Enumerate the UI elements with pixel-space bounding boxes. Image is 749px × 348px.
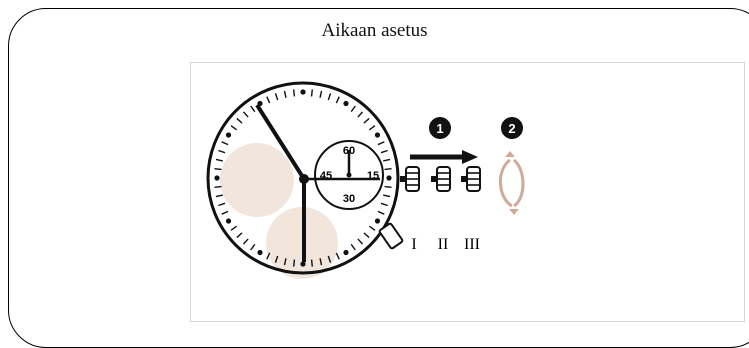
minute-tick	[310, 89, 313, 97]
minute-tick	[319, 258, 323, 266]
minute-tick	[363, 117, 370, 124]
crown-label-1: I	[411, 236, 416, 253]
minute-tick	[221, 141, 229, 146]
step-1-badge: 1	[429, 117, 451, 139]
minute-tick	[266, 252, 271, 260]
crown-position-1	[400, 166, 420, 192]
hour-marker	[257, 249, 263, 256]
subdial-label-bottom: 30	[343, 193, 355, 205]
minute-tick	[384, 185, 392, 188]
minute-tick	[384, 168, 392, 171]
minute-tick	[215, 158, 223, 162]
minute-tick	[335, 96, 340, 104]
minute-tick	[242, 238, 249, 245]
minute-tick	[250, 243, 256, 251]
minute-tick	[274, 255, 279, 263]
hour-marker	[225, 132, 232, 138]
minute-tick	[363, 232, 370, 239]
rotate-crown-icon	[499, 151, 525, 215]
minute-tick	[218, 149, 226, 154]
minute-tick	[214, 168, 222, 171]
hour-marker	[374, 132, 381, 138]
hour-marker	[386, 175, 392, 181]
chronograph-subdial: 60 15 30 45	[314, 140, 384, 210]
minute-tick	[230, 125, 238, 131]
page-title: Aikaan asetus	[321, 20, 428, 41]
step-2-badge: 2	[501, 117, 523, 139]
minute-tick	[350, 105, 356, 113]
minute-tick	[327, 93, 332, 101]
crown-positions	[400, 166, 481, 192]
minute-tick	[236, 117, 243, 124]
minute-tick	[230, 225, 238, 231]
minute-tick	[319, 90, 323, 98]
push-arrow-icon	[410, 150, 478, 164]
minute-tick	[368, 225, 376, 231]
minute-tick	[357, 238, 364, 245]
minute-tick	[250, 105, 256, 113]
minute-tick	[266, 96, 271, 104]
minute-tick	[274, 93, 279, 101]
hands-center	[299, 174, 309, 184]
hour-marker	[374, 218, 381, 224]
minute-tick	[383, 158, 391, 162]
minute-tick	[377, 141, 385, 146]
minute-tick	[377, 210, 385, 215]
hour-marker	[214, 175, 220, 181]
hour-marker	[300, 261, 306, 267]
minute-tick	[380, 149, 388, 154]
watch-diagram: 60 15 30 45 1 2 I II III	[206, 81, 525, 279]
hour-marker	[343, 249, 349, 256]
crown-position-2	[431, 166, 451, 192]
minute-hand	[255, 103, 306, 181]
minute-tick	[214, 185, 222, 188]
crown-label-2: II	[438, 236, 449, 253]
watch-dial	[206, 81, 400, 275]
minute-tick	[310, 259, 313, 267]
minute-tick	[236, 232, 243, 239]
dial-ticks	[214, 89, 392, 267]
minute-tick	[357, 111, 364, 118]
minute-tick	[327, 255, 332, 263]
minute-tick	[283, 90, 287, 98]
minute-tick	[293, 259, 296, 267]
minute-tick	[215, 194, 223, 198]
hour-marker	[225, 218, 232, 224]
svg-text:1: 1	[436, 121, 443, 136]
crown-position-3	[461, 166, 481, 192]
hour-marker	[343, 100, 349, 107]
hour-marker	[300, 89, 306, 95]
minute-tick	[380, 202, 388, 207]
minute-tick	[368, 125, 376, 131]
minute-tick	[350, 243, 356, 251]
minute-tick	[221, 210, 229, 215]
pusher-bottom	[378, 222, 404, 250]
minute-tick	[383, 194, 391, 198]
minute-tick	[218, 202, 226, 207]
minute-tick	[242, 111, 249, 118]
svg-text:2: 2	[508, 121, 515, 136]
minute-tick	[293, 89, 296, 97]
minute-tick	[335, 252, 340, 260]
minute-tick	[283, 258, 287, 266]
crown-label-3: III	[464, 236, 480, 253]
